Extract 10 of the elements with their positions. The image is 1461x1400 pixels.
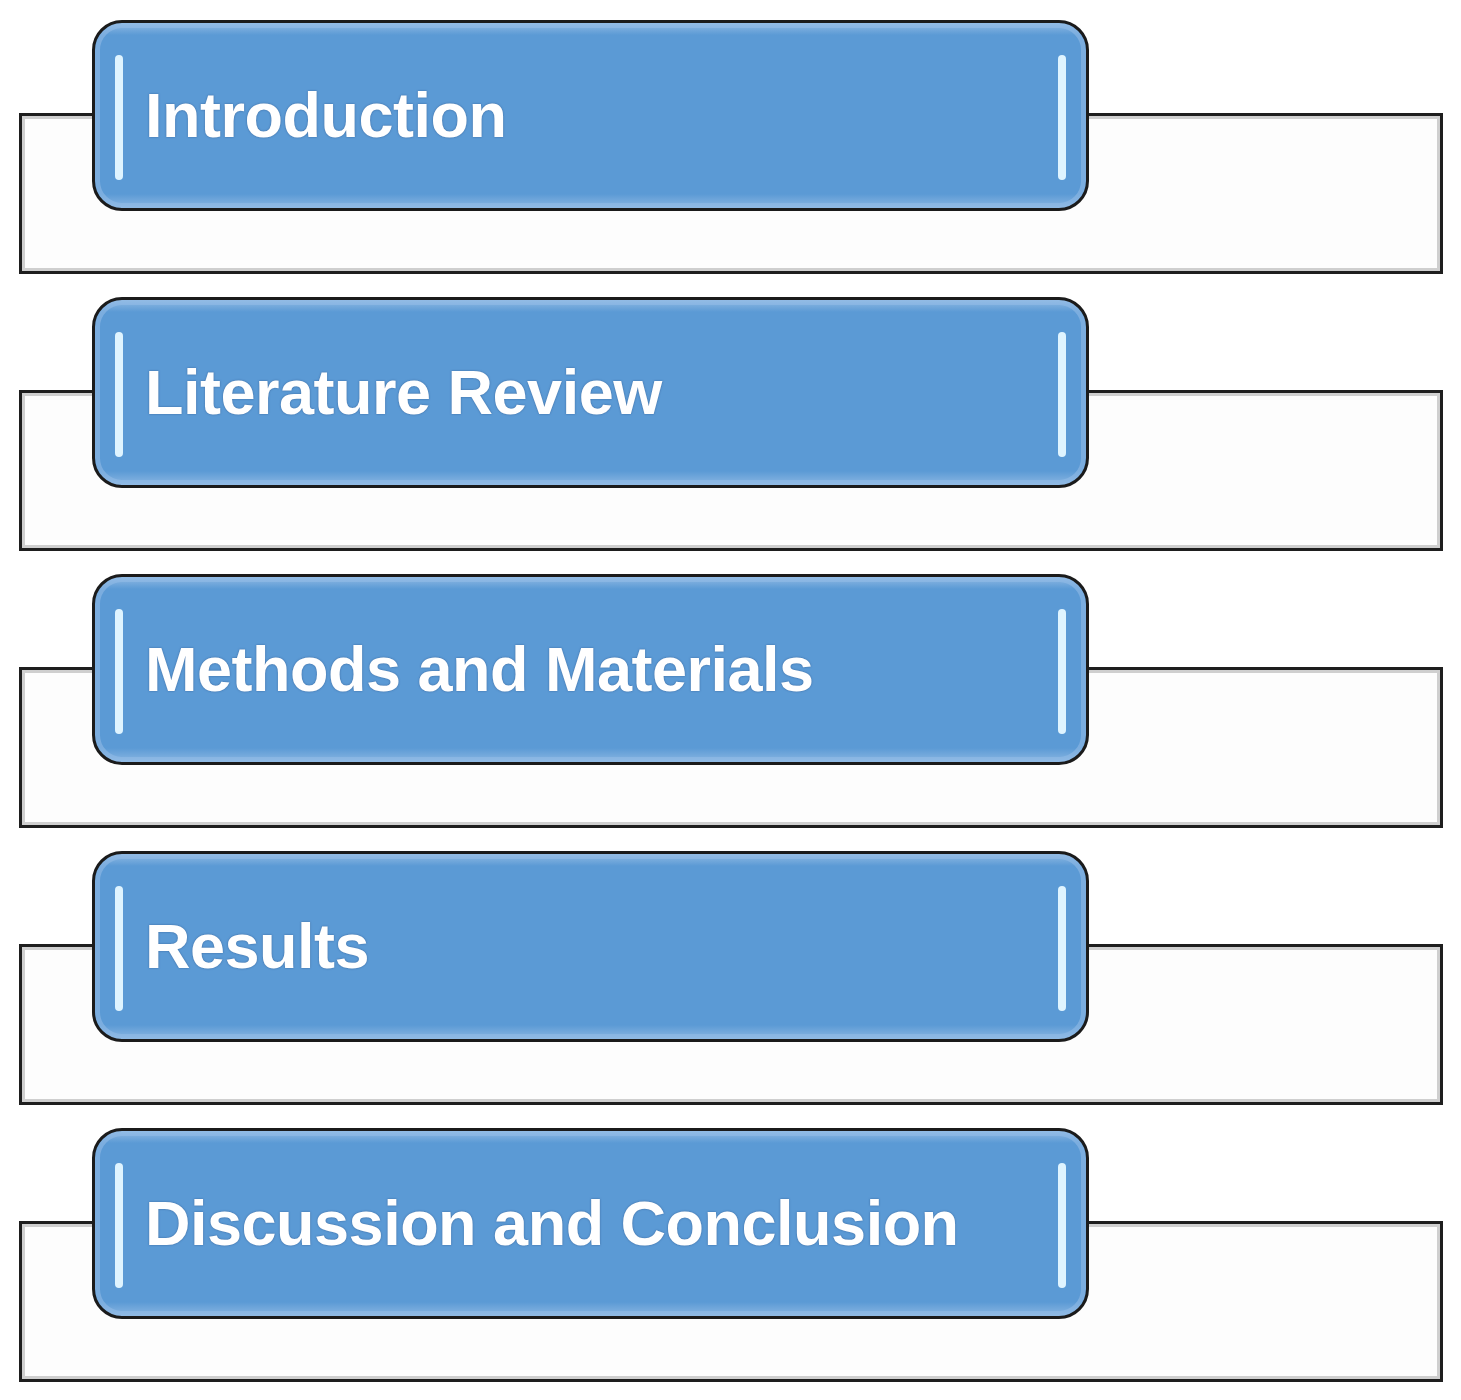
section-title: Introduction (145, 80, 507, 151)
section-title: Discussion and Conclusion (145, 1188, 959, 1259)
section-title: Results (145, 911, 370, 982)
section-box (92, 851, 1089, 1042)
section-box (92, 20, 1089, 211)
section-box (92, 297, 1089, 488)
section-title: Methods and Materials (145, 634, 814, 705)
section-box (92, 574, 1089, 765)
section-box (92, 1128, 1089, 1319)
section-title: Literature Review (145, 357, 662, 428)
